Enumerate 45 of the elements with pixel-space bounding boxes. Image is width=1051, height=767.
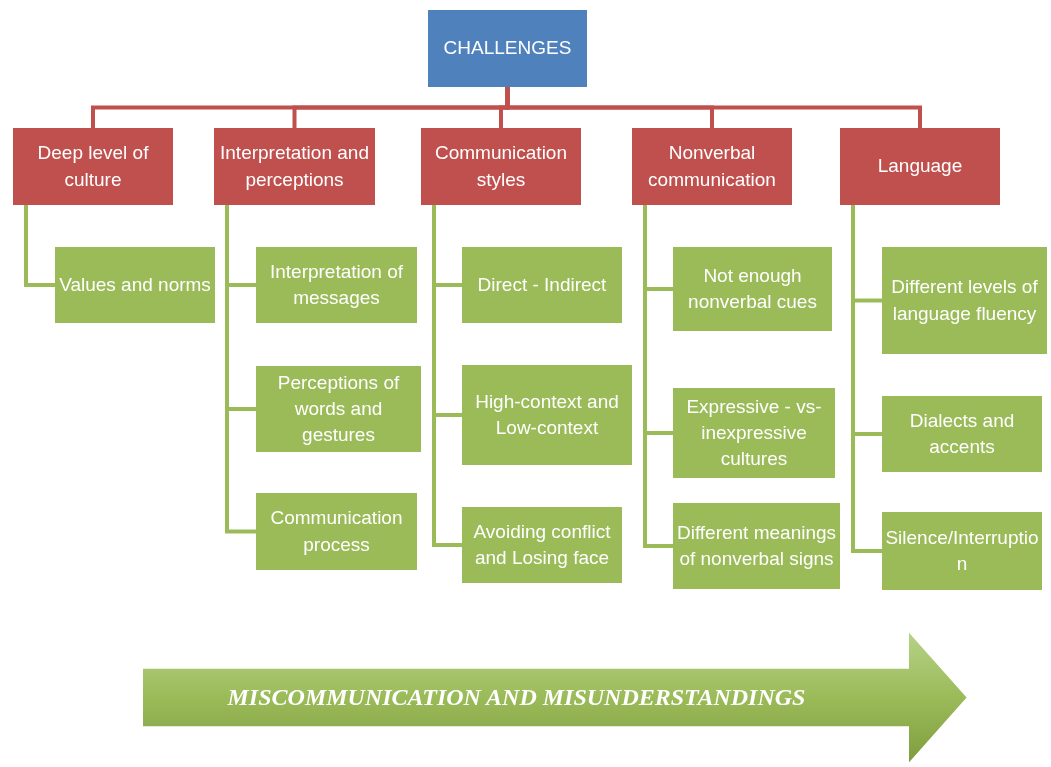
item-box <box>55 247 215 323</box>
item-box <box>256 366 421 452</box>
box-text: Interpretation and perceptions <box>219 141 370 192</box>
box-text: Avoiding conflict and Losing face <box>472 519 612 570</box>
box-text: Different meanings of nonverbal signs <box>676 520 837 571</box>
category-box <box>632 128 792 205</box>
item-box <box>673 247 832 331</box>
banner-text: MISCOMMUNICATION AND MISUNDERSTANDINGS <box>227 682 806 712</box>
item-box <box>462 365 632 465</box>
category-box <box>421 128 581 205</box>
item-box <box>256 247 417 323</box>
box-text: Silence/Interruption <box>885 525 1039 576</box>
connector-line <box>432 205 462 547</box>
box-text: CHALLENGES <box>443 36 572 61</box>
box-text: Language <box>877 154 963 179</box>
connector-line <box>24 205 55 287</box>
box-text: Dialects and accents <box>908 408 1016 459</box>
item-box <box>882 512 1042 590</box>
box-text: Interpretation of messages <box>268 259 405 310</box>
box-text: Direct - Indirect <box>477 272 607 297</box>
box-text: Values and norms <box>59 272 211 297</box>
connector-line <box>851 205 882 553</box>
box-text: Expressive - vs- inexpressive cultures <box>685 394 823 472</box>
category-box <box>840 128 1000 205</box>
box-text: Perceptions of words and gestures <box>276 370 401 448</box>
box-text: Nonverbal communication <box>647 141 777 192</box>
category-box <box>13 128 173 205</box>
connector-line <box>505 87 922 128</box>
box-text: Different levels of language fluency <box>890 275 1039 326</box>
item-box <box>256 493 417 570</box>
connector-line <box>643 205 673 548</box>
box-text: Deep level of culture <box>36 141 150 192</box>
item-box <box>673 503 840 589</box>
box-text: Communication styles <box>434 141 568 192</box>
box-text: Not enough nonverbal cues <box>687 263 818 314</box>
item-box <box>882 396 1042 472</box>
item-box <box>462 247 622 323</box>
box-text: High-context and Low-context <box>474 389 620 440</box>
item-box <box>882 247 1047 354</box>
title-box <box>428 10 587 87</box>
item-box <box>462 507 622 583</box>
arrow-banner <box>142 630 968 765</box>
item-box <box>673 388 835 478</box>
box-text: Communication process <box>269 506 404 557</box>
category-box <box>214 128 375 205</box>
